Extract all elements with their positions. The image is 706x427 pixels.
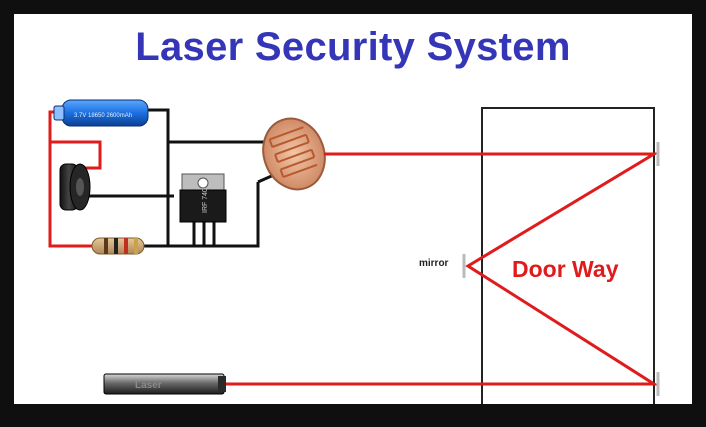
mirrors (462, 142, 660, 396)
diagram-canvas: Laser Security System (14, 14, 692, 404)
buzzer (59, 163, 91, 211)
battery-label: 3.7V 18650 2600mAh (74, 113, 132, 119)
battery: 3.7V 18650 2600mAh (53, 99, 149, 127)
ldr-sensor (262, 117, 326, 191)
mirror-label: mirror (419, 258, 449, 269)
page-title: Laser Security System (135, 25, 571, 69)
transistor-label: IRF 740 (202, 188, 209, 213)
circuit-diagram: 3.7V 18650 2600mAh IRF 740 (48, 99, 660, 404)
doorway-label: Door Way (512, 256, 619, 282)
laser-label: Laser (135, 380, 162, 391)
black-wires (86, 108, 277, 248)
laser-beam (224, 152, 660, 386)
laser-pointer (103, 373, 226, 395)
resistor (91, 237, 145, 255)
transistor: IRF 740 (179, 173, 227, 223)
